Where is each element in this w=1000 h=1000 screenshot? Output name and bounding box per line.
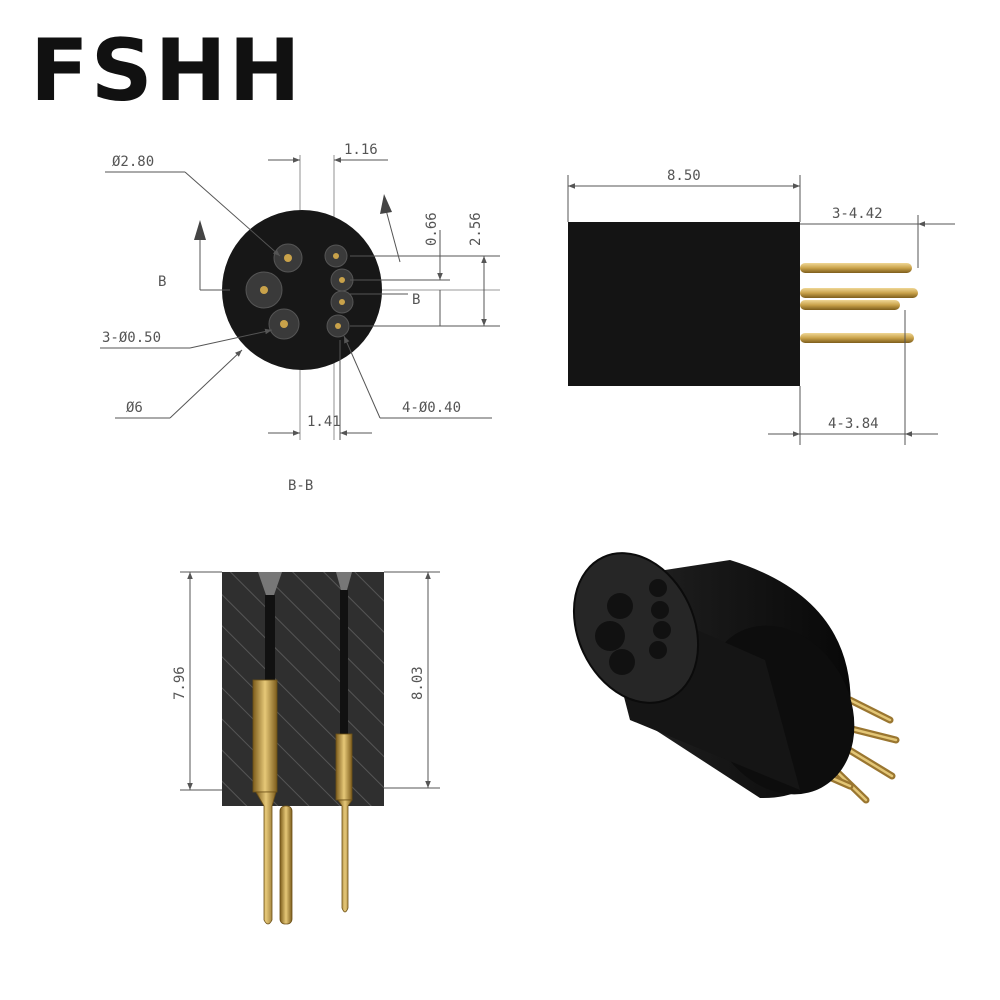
leader-line (169, 349, 243, 419)
contact-sleeve (252, 679, 278, 793)
connector-section (222, 572, 384, 806)
dim-outer-dia: Ø6 (126, 400, 143, 416)
contact-pin (339, 299, 345, 305)
dim-pin-long: 3-4.42 (832, 206, 883, 222)
iso-hole-large (595, 621, 625, 651)
contact-pin (333, 253, 339, 259)
dim-pitch-x: 1.16 (344, 142, 378, 158)
iso-view (572, 552, 900, 804)
dim-pin-short: 4-3.84 (828, 416, 879, 432)
brand-logo: FSHH (30, 21, 303, 121)
dim-pitch-bottom: 1.41 (307, 414, 341, 430)
section-arrow (380, 194, 392, 214)
bore (265, 595, 275, 685)
side-view: 8.50 3-4.42 4-3.84 (567, 168, 955, 445)
dim-body-length: 8.50 (667, 168, 701, 184)
dim-large-hole-dia: Ø2.80 (112, 154, 154, 170)
bore (340, 590, 348, 736)
iso-hole-small (649, 641, 667, 659)
pin-short (800, 300, 900, 310)
pin-highlight (844, 746, 894, 778)
bore-chamfer (336, 572, 352, 590)
dim-large-holes: 3-Ø0.50 (102, 330, 161, 346)
iso-hole-small (651, 601, 669, 619)
contact-pin (260, 286, 268, 294)
section-view-label: B-B (288, 478, 313, 494)
dim-small-holes: 4-Ø0.40 (402, 400, 461, 416)
pin-long (800, 333, 914, 343)
pin-highlight (848, 698, 892, 722)
pin-lead (255, 791, 277, 925)
section-label-left: B (158, 274, 166, 290)
bore-chamfer (258, 572, 282, 595)
iso-hole-large (607, 593, 633, 619)
leader-line (189, 328, 273, 349)
dim-depth-left: 7.96 (172, 666, 188, 700)
contact-pin (284, 254, 292, 262)
section-label-right: B (412, 292, 420, 308)
pin-long (800, 263, 912, 273)
iso-hole-small (653, 621, 671, 639)
section-arrow (194, 220, 206, 240)
dim-small: 0.66 (424, 212, 440, 246)
section-line (385, 209, 401, 263)
connector-face-iso (572, 552, 700, 704)
iso-hole-small (649, 579, 667, 597)
dim-depth-right: 8.03 (410, 666, 426, 700)
dim-height: 2.56 (468, 212, 484, 246)
leader-line (343, 335, 381, 419)
contact-pin (339, 277, 345, 283)
pin-highlight (846, 726, 898, 742)
iso-hole-large (609, 649, 635, 675)
contact-pin (280, 320, 288, 328)
contact-sleeve (335, 733, 353, 801)
contact-pin (335, 323, 341, 329)
leader-line (184, 171, 281, 257)
pin-long (800, 288, 918, 298)
pin-lead (279, 805, 293, 925)
front-view: Ø2.80 1.16 0.66 2.56 B B 3-Ø0.50 Ø6 (100, 142, 500, 494)
connector-body-side (568, 222, 800, 386)
pin-lead (337, 799, 353, 913)
section-view: 7.96 8.03 (172, 571, 440, 925)
